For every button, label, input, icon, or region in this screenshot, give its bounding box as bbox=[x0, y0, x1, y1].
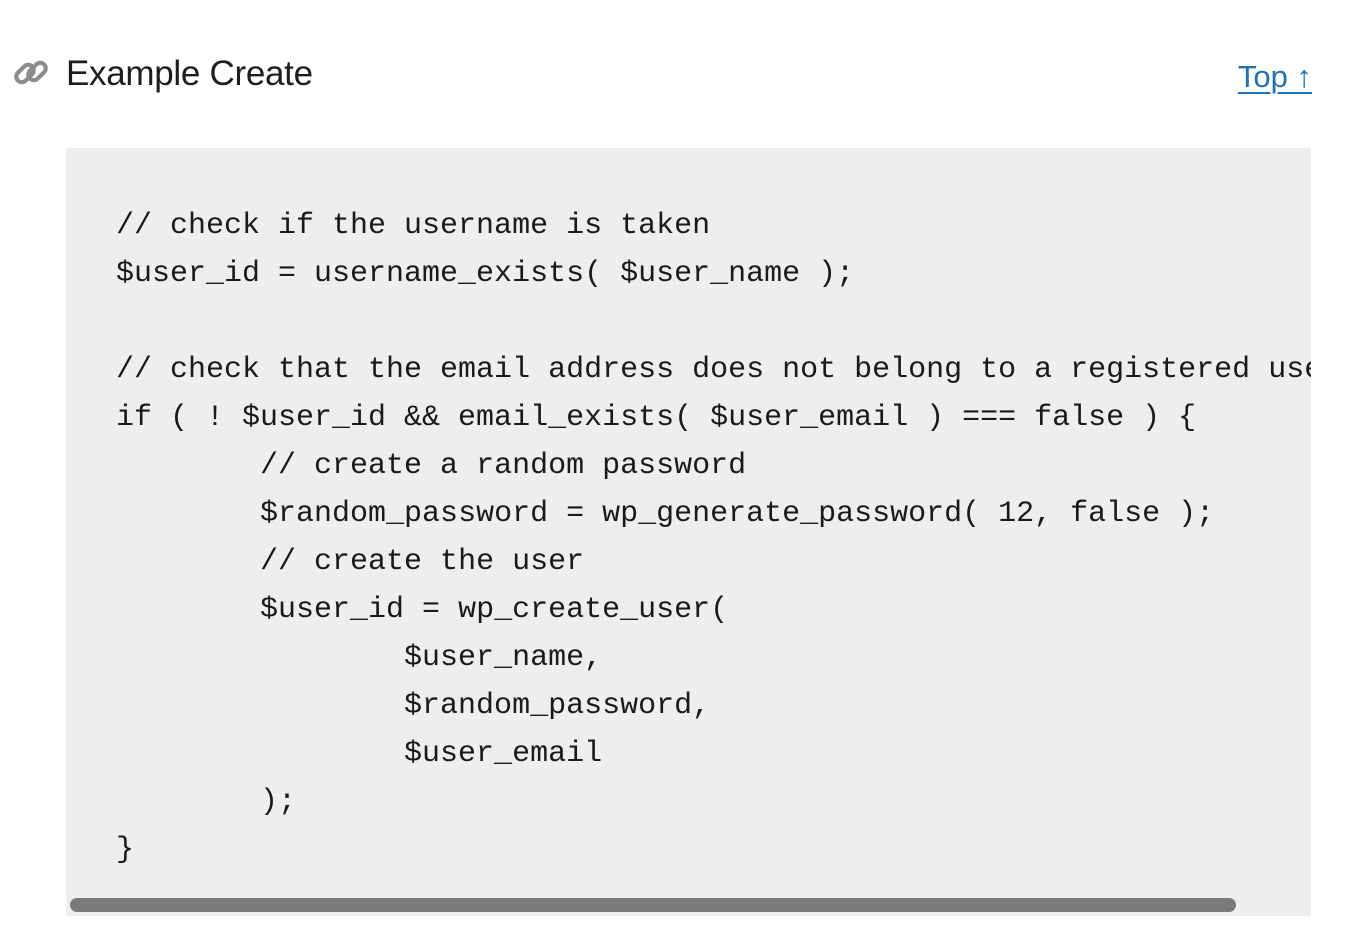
code-content: // check if the username is taken $user_i… bbox=[116, 202, 1311, 874]
code-line: // check if the username is taken bbox=[116, 209, 711, 243]
code-line: // create the user bbox=[116, 545, 585, 579]
code-line: // create a random password bbox=[116, 449, 747, 483]
code-line bbox=[116, 298, 1311, 346]
code-line: $user_id = username_exists( $user_name )… bbox=[116, 257, 855, 291]
section-title: Example Create bbox=[66, 54, 313, 93]
code-line: $random_password, bbox=[116, 689, 711, 723]
link-icon bbox=[12, 54, 50, 92]
anchor-link[interactable] bbox=[12, 54, 50, 92]
code-line: $user_email bbox=[116, 737, 603, 771]
code-line: if ( ! $user_id && email_exists( $user_e… bbox=[116, 401, 1197, 435]
section-header: Example Create Top ↑ bbox=[0, 0, 1360, 148]
code-line: // check that the email address does not… bbox=[116, 353, 1311, 387]
code-line: ); bbox=[116, 785, 297, 819]
code-line: $user_id = wp_create_user( bbox=[116, 593, 729, 627]
code-line: } bbox=[116, 833, 135, 867]
code-line: $user_name, bbox=[116, 641, 603, 675]
back-to-top-link[interactable]: Top ↑ bbox=[1237, 59, 1312, 94]
horizontal-scrollbar[interactable] bbox=[66, 894, 1311, 916]
code-block: // check if the username is taken $user_i… bbox=[66, 148, 1311, 916]
code-line: $random_password = wp_generate_password(… bbox=[116, 497, 1215, 531]
scrollbar-thumb[interactable] bbox=[70, 898, 1236, 912]
